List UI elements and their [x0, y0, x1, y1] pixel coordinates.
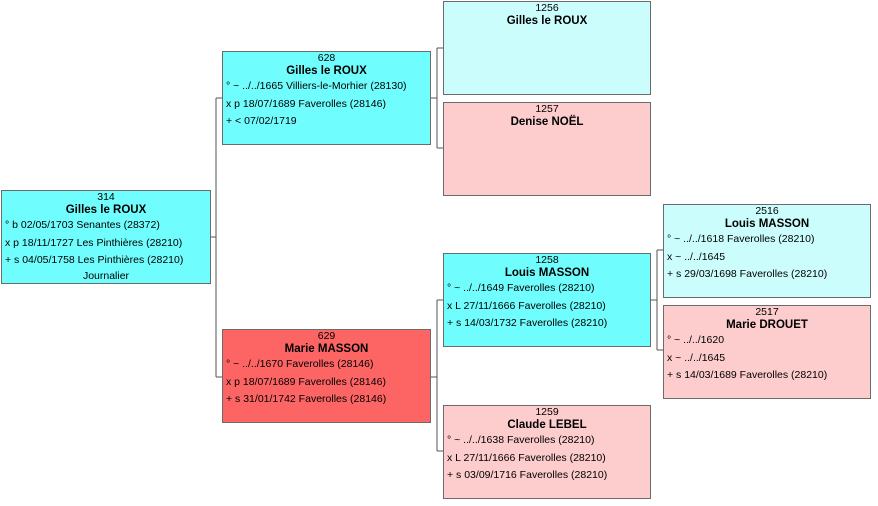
person-name: Denise NOËL: [510, 116, 584, 128]
person-box-2516[interactable]: 2516 Louis MASSON ° ~ ../../1618 Faverol…: [663, 204, 871, 298]
person-name: Marie DROUET: [726, 319, 808, 331]
person-box-1258[interactable]: 1258 Louis MASSON ° ~ ../../1649 Faverol…: [443, 253, 651, 347]
person-name: Gilles le ROUX: [506, 15, 588, 27]
person-box-1256[interactable]: 1256 Gilles le ROUX: [443, 1, 651, 95]
death-line: + < 07/02/1719: [226, 115, 297, 127]
person-name: Gilles le ROUX: [286, 65, 367, 77]
death-line: + s 31/01/1742 Faverolles (28146): [226, 393, 387, 405]
birth-line: ° ~ ../../1638 Faverolles (28210): [447, 434, 595, 446]
sosa-number: 1258: [535, 254, 559, 266]
death-line: + s 14/03/1732 Faverolles (28210): [447, 317, 608, 329]
sosa-number: 1256: [535, 2, 559, 14]
sosa-number: 1257: [535, 103, 559, 115]
birth-line: ° ~ ../../1618 Faverolles (28210): [667, 233, 815, 245]
birth-line: ° ~ ../../1665 Villiers-le-Morhier (2813…: [226, 80, 407, 92]
person-box-1257[interactable]: 1257 Denise NOËL: [443, 102, 651, 196]
person-box-1259[interactable]: 1259 Claude LEBEL ° ~ ../../1638 Faverol…: [443, 405, 651, 499]
marriage-line: x p 18/07/1689 Faverolles (28146): [226, 375, 386, 388]
birth-line: ° b 02/05/1703 Senantes (28372): [5, 219, 160, 231]
sosa-number: 628: [317, 52, 336, 64]
marriage-line: x L 27/11/1666 Faverolles (28210): [447, 451, 606, 464]
sosa-number: 2516: [755, 205, 779, 217]
death-line: + s 03/09/1716 Faverolles (28210): [447, 469, 608, 481]
person-name: Gilles le ROUX: [65, 204, 147, 216]
person-box-628[interactable]: 628 Gilles le ROUX ° ~ ../../1665 Villie…: [222, 51, 431, 145]
death-line: + s 04/05/1758 Les Pinthières (28210): [5, 254, 184, 266]
sosa-number: 2517: [755, 306, 779, 318]
birth-line: ° ~ ../../1649 Faverolles (28210): [447, 282, 595, 294]
sosa-number: 1259: [535, 406, 559, 418]
marriage-line: x p 18/11/1727 Les Pinthières (28210): [5, 236, 183, 249]
person-box-2517[interactable]: 2517 Marie DROUET ° ~ ../../1620 x ~ ../…: [663, 305, 871, 399]
person-name: Louis MASSON: [504, 267, 590, 279]
person-name: Claude LEBEL: [507, 419, 587, 431]
birth-line: ° ~ ../../1670 Faverolles (28146): [226, 358, 374, 370]
death-line: + s 29/03/1698 Faverolles (28210): [667, 268, 828, 280]
person-box-629[interactable]: 629 Marie MASSON ° ~ ../../1670 Faveroll…: [222, 329, 431, 423]
sosa-number: 314: [97, 191, 115, 203]
occupation: Journalier: [82, 269, 130, 282]
marriage-line: x ~ ../../1645: [667, 351, 726, 364]
person-name: Louis MASSON: [724, 218, 810, 230]
marriage-line: x p 18/07/1689 Faverolles (28146): [226, 97, 386, 110]
sosa-number: 629: [317, 330, 336, 342]
person-name: Marie MASSON: [284, 343, 369, 355]
marriage-line: x L 27/11/1666 Faverolles (28210): [447, 299, 606, 312]
death-line: + s 14/03/1689 Faverolles (28210): [667, 369, 828, 381]
person-box-314[interactable]: 314 Gilles le ROUX ° b 02/05/1703 Senant…: [1, 190, 211, 284]
marriage-line: x ~ ../../1645: [667, 250, 726, 263]
birth-line: ° ~ ../../1620: [667, 334, 725, 346]
